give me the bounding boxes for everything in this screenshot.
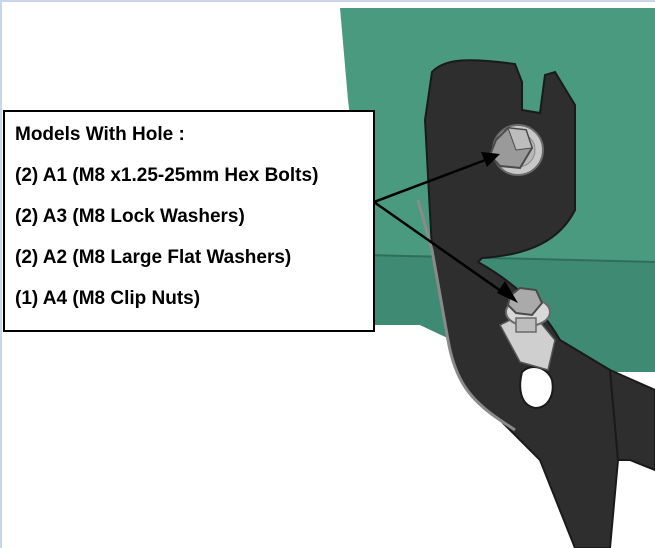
hex-nut-lower: [506, 286, 544, 317]
callout-item: (2) A2 (M8 Large Flat Washers): [15, 247, 292, 268]
callout-item: (2) A3 (M8 Lock Washers): [15, 206, 245, 227]
callout-item: (2) A1 (M8 x1.25-25mm Hex Bolts): [15, 165, 319, 186]
leader-arrow-lower: [373, 200, 509, 298]
bracket-lower-leg: [608, 368, 655, 472]
leader-arrowhead-lower: [497, 281, 518, 303]
parts-callout-box: Models With Hole : (2) A1 (M8 x1.25-25mm…: [3, 110, 375, 332]
hex-bolt-face-upper: [507, 127, 533, 151]
bracket-slot: [519, 365, 554, 410]
leader-arrowhead-upper: [481, 152, 500, 167]
leader-arrow-upper: [373, 157, 489, 204]
bracket-edge-highlight: [416, 199, 516, 432]
bolt-stud-lower: [515, 317, 537, 333]
callout-item: (1) A4 (M8 Clip Nuts): [15, 288, 201, 309]
callout-title: Models With Hole :: [15, 124, 185, 145]
panel-fold-line: [367, 254, 655, 263]
